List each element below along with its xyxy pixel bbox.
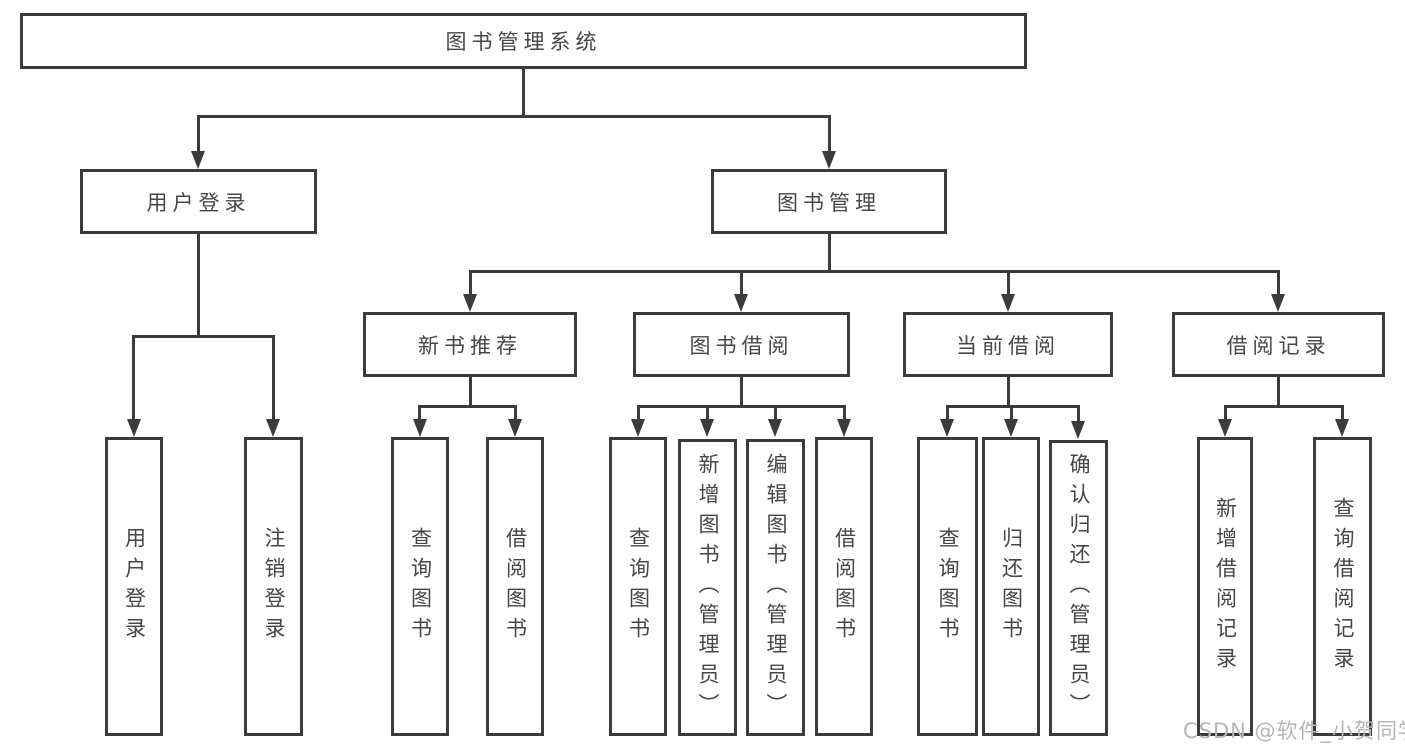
leaf-confirm-return-admin-label: 确认归还（管理员）	[1067, 453, 1091, 723]
leaf-add-borrow-record-label: 新增借阅记录	[1213, 496, 1238, 677]
arrow-down-icon	[266, 419, 280, 437]
connector-line	[1277, 376, 1280, 408]
connector-line	[946, 405, 1080, 408]
leaf-return-books: 归还图书	[982, 437, 1040, 736]
node-root-label: 图书管理系统	[445, 30, 602, 54]
connector-line	[1007, 270, 1010, 295]
node-current-borrow: 当前借阅	[903, 312, 1113, 377]
leaf-query-books-2: 查询图书	[609, 437, 667, 736]
leaf-logout-label: 注销登录	[262, 526, 286, 647]
leaf-query-books-2-label: 查询图书	[626, 526, 651, 647]
node-current-borrow-label: 当前借阅	[956, 333, 1060, 358]
connector-line	[272, 335, 275, 421]
leaf-confirm-return-admin: 确认归还（管理员）	[1049, 440, 1108, 736]
leaf-borrow-books-1: 借阅图书	[486, 437, 544, 736]
arrow-down-icon	[463, 294, 477, 312]
arrow-down-icon	[631, 419, 645, 437]
leaf-borrow-books-2-label: 借阅图书	[832, 526, 857, 647]
connector-line	[132, 335, 275, 338]
node-book-borrow: 图书借阅	[633, 312, 850, 377]
node-root: 图书管理系统	[20, 13, 1027, 69]
arrow-down-icon	[837, 419, 851, 437]
leaf-user-login-label: 用户登录	[122, 526, 147, 647]
connector-line	[197, 115, 200, 153]
leaf-edit-books-admin-label: 编辑图书（管理员）	[764, 452, 788, 723]
arrow-down-icon	[1004, 419, 1018, 437]
leaf-borrow-books-1-label: 借阅图书	[503, 526, 528, 647]
connector-line	[197, 234, 200, 338]
node-new-book-recommend-label: 新书推荐	[418, 333, 522, 358]
connector-line	[706, 405, 709, 421]
node-borrow-records: 借阅记录	[1172, 312, 1385, 377]
arrow-down-icon	[1335, 419, 1349, 437]
connector-line	[418, 405, 517, 408]
connector-line	[1010, 405, 1013, 421]
arrow-down-icon	[1071, 421, 1085, 439]
connector-line	[197, 115, 831, 118]
leaf-query-borrow-record-label: 查询借阅记录	[1331, 496, 1355, 677]
leaf-add-books-admin-label: 新增图书（管理员）	[696, 452, 720, 723]
connector-line	[1341, 405, 1344, 421]
node-book-management-label: 图书管理	[777, 190, 881, 215]
node-new-book-recommend: 新书推荐	[363, 312, 577, 377]
arrow-down-icon	[1218, 419, 1232, 437]
connector-line	[946, 405, 949, 421]
leaf-query-books-1: 查询图书	[391, 437, 449, 736]
node-user-login-label: 用户登录	[146, 190, 251, 215]
leaf-query-books-1-label: 查询图书	[408, 526, 433, 647]
connector-line	[469, 270, 472, 295]
arrow-down-icon	[413, 419, 427, 437]
arrow-down-icon	[700, 419, 714, 437]
leaf-return-books-label: 归还图书	[999, 526, 1024, 647]
arrow-down-icon	[191, 151, 205, 169]
arrow-down-icon	[1001, 294, 1015, 312]
leaf-query-borrow-record: 查询借阅记录	[1313, 437, 1372, 736]
connector-line	[843, 405, 846, 421]
leaf-borrow-books-2: 借阅图书	[815, 437, 873, 736]
connector-line	[1077, 405, 1080, 423]
arrow-down-icon	[940, 419, 954, 437]
leaf-query-books-3: 查询图书	[917, 437, 978, 736]
connector-line	[132, 335, 135, 421]
connector-line	[774, 405, 777, 421]
leaf-add-books-admin: 新增图书（管理员）	[678, 439, 737, 736]
leaf-add-borrow-record: 新增借阅记录	[1197, 437, 1253, 736]
node-book-borrow-label: 图书借阅	[689, 333, 794, 358]
connector-line	[418, 405, 421, 421]
arrow-down-icon	[127, 419, 141, 437]
arrow-down-icon	[822, 151, 836, 169]
leaf-edit-books-admin: 编辑图书（管理员）	[746, 439, 805, 736]
connector-line	[1224, 405, 1344, 408]
leaf-user-login: 用户登录	[105, 437, 163, 736]
arrow-down-icon	[1271, 294, 1285, 312]
node-user-login: 用户登录	[80, 169, 317, 234]
connector-line	[1277, 270, 1280, 295]
node-borrow-records-label: 借阅记录	[1226, 333, 1331, 358]
connector-line	[522, 68, 525, 117]
connector-line	[469, 270, 1280, 273]
connector-line	[637, 405, 846, 408]
leaf-query-books-3-label: 查询图书	[936, 526, 960, 647]
connector-line	[1224, 405, 1227, 421]
leaf-logout: 注销登录	[244, 437, 303, 736]
node-book-management: 图书管理	[711, 169, 947, 234]
connector-line	[514, 405, 517, 421]
arrow-down-icon	[768, 419, 782, 437]
connector-line	[828, 234, 831, 272]
connector-line	[828, 115, 831, 153]
arrow-down-icon	[734, 294, 748, 312]
connector-line	[740, 270, 743, 295]
watermark: CSDN @软件_小贺同学	[1183, 719, 1405, 743]
connector-line	[740, 377, 743, 408]
arrow-down-icon	[508, 419, 522, 437]
connector-line	[637, 405, 640, 421]
connector-line	[1007, 375, 1010, 408]
connector-line	[469, 377, 472, 408]
